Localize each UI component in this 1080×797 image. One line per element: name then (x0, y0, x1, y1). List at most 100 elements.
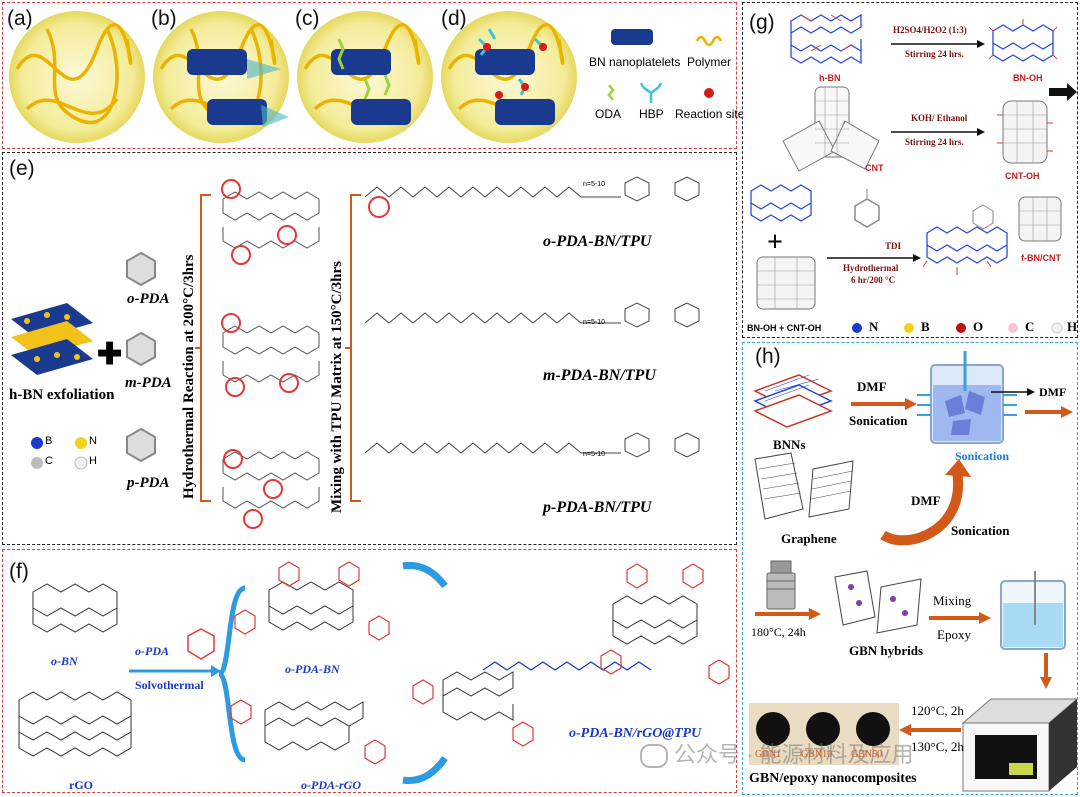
label-g: (g) (749, 11, 775, 34)
benzene-icon-o (126, 251, 156, 287)
bnns-stack (753, 374, 833, 428)
hbn-label: h-BN (819, 73, 841, 83)
orange-arrow-3 (755, 608, 821, 620)
curved-orange-arrow (880, 459, 971, 546)
sonication1-label: Sonication (849, 413, 908, 428)
stir1-label: Stirring 24 hrs. (905, 49, 964, 59)
element-legend-dots (852, 322, 1063, 334)
sample-gbn10: GBN10 (801, 749, 833, 760)
opda-rgo-structure (230, 699, 386, 765)
bn-lattice-m (221, 313, 320, 397)
sample-gbn50: GBN50 (851, 749, 883, 760)
product-m-label: m-PDA-BN/TPU (543, 367, 656, 384)
cond3a-label: Hydrothermal (843, 263, 899, 273)
rgo-label: rGO (69, 778, 93, 792)
sphere-c (297, 11, 433, 143)
curved-arrow-bottom (402, 755, 448, 785)
tpu-chain-p (364, 432, 700, 458)
repeat-o: n=5-10 (583, 181, 605, 188)
legend-polymer-label: Polymer (687, 55, 732, 69)
label-c: (c) (295, 7, 320, 30)
label-f: (f) (9, 560, 29, 583)
obn-label: o-BN (51, 654, 78, 668)
bnoh-label: BN-OH (1013, 73, 1043, 83)
orange-arrow-down (1040, 653, 1052, 689)
legend-oda-icon (607, 84, 615, 101)
atom-c: C (45, 455, 53, 467)
legend-h: H (1067, 319, 1078, 334)
sample-gbn1: GBN1 (755, 749, 782, 760)
bracket-1 (195, 194, 211, 502)
cnt-label: CNT (865, 163, 884, 173)
atom-legend-dots (31, 437, 88, 470)
legend-reaction-label: Reaction sites (675, 107, 751, 121)
composite-samples-photo (749, 703, 899, 765)
bn-lattice-p (222, 449, 320, 529)
hbn-sheet (790, 13, 862, 65)
orange-arrow-2 (1025, 406, 1073, 418)
isomer-m-label: m-PDA (125, 375, 172, 391)
cnt-tubes (782, 86, 880, 172)
product-p-label: p-PDA-BN/TPU (543, 499, 652, 516)
atom-b: B (45, 435, 53, 447)
mix-plus: + (767, 227, 783, 258)
orange-arrow-1 (851, 398, 917, 410)
atom-n: N (89, 435, 97, 447)
panel-g: (g) h-BN H2SO4/H2O2 (1:3) Stirring 24 hr… (742, 2, 1078, 338)
solvothermal-label: Solvothermal (135, 678, 204, 692)
label-b: (b) (151, 7, 177, 30)
mix-label: BN-OH + CNT-OH (747, 323, 822, 333)
mixing-label: Mixing (933, 593, 972, 608)
isomer-o-label: o-PDA (127, 291, 170, 307)
cntoh-label: CNT-OH (1005, 171, 1040, 181)
arrow-2 (891, 128, 985, 136)
legend-c: C (1025, 319, 1035, 334)
autoclave-icon (766, 560, 796, 610)
orange-arrow-left (899, 724, 961, 736)
cure1-label: 120°C, 2h (911, 703, 964, 718)
opda-bn-structure (234, 561, 390, 641)
panel-abcd: (a) (b) (c) (d) BN nanoplatelets Polymer… (2, 2, 750, 149)
panel-e: (e) h-BN exfoliation ✚ o-PDA m-PDA p-PDA… (2, 152, 737, 545)
legend-hbp-icon (639, 82, 663, 103)
black-arrow-right (1049, 83, 1077, 101)
tdi-molecule (854, 189, 880, 228)
cond2-label: KOH/ Ethanol (911, 113, 968, 123)
legend-reaction-icon (704, 88, 714, 98)
orange-arrow-4 (929, 612, 991, 624)
fbn-cnt-tube (1018, 196, 1062, 242)
legend-o: O (973, 319, 984, 334)
sonication-beaker (917, 351, 1017, 444)
oven-icon (961, 698, 1079, 792)
repeat-p: n=5-10 (583, 451, 605, 458)
fbn-cnt-label: f-BN/CNT (1021, 253, 1061, 263)
watermark: 公众号 · 能源材料及应用 (640, 737, 914, 769)
label-a: (a) (7, 7, 33, 30)
cntoh-tube (997, 100, 1053, 164)
panel-f: (f) o-BN rGO o-PDA Solvothermal o-PDA-BN… (2, 549, 737, 793)
gbn-hybrids-sheets (834, 570, 922, 634)
curved-arrow-top (402, 561, 448, 589)
panel-h: (h) BNNs Graphene DMF Sonication DMF Son… (742, 342, 1079, 795)
gbn-hybrids-label: GBN hybrids (849, 643, 924, 658)
legend-hbp-label: HBP (639, 107, 664, 121)
final-product-structure (412, 563, 730, 747)
obn-structure (32, 583, 118, 633)
graphene-sheets (754, 452, 854, 520)
label-e: (e) (9, 157, 35, 180)
dmf-out-label: DMF (1039, 385, 1067, 399)
watermark-icon (640, 744, 668, 769)
legend-bn-icon (611, 29, 653, 45)
benzene-icon-p (126, 427, 156, 463)
sonication2-label: Sonication (951, 523, 1010, 538)
arrow-1 (891, 40, 985, 48)
watermark-text: 公众号 · 能源材料及应用 (674, 742, 914, 767)
stir2-label: Stirring 24 hrs. (905, 137, 964, 147)
epoxy-beaker (1000, 571, 1066, 650)
hbn-stack-illustration (11, 303, 93, 375)
split-brace (217, 585, 246, 763)
composite-label: GBN/epoxy nanocomposites (749, 771, 917, 786)
fbn-cnt-composite (922, 204, 1008, 275)
autoclave-label: 180°C, 24h (751, 625, 806, 639)
tpu-chain-m (364, 302, 700, 328)
